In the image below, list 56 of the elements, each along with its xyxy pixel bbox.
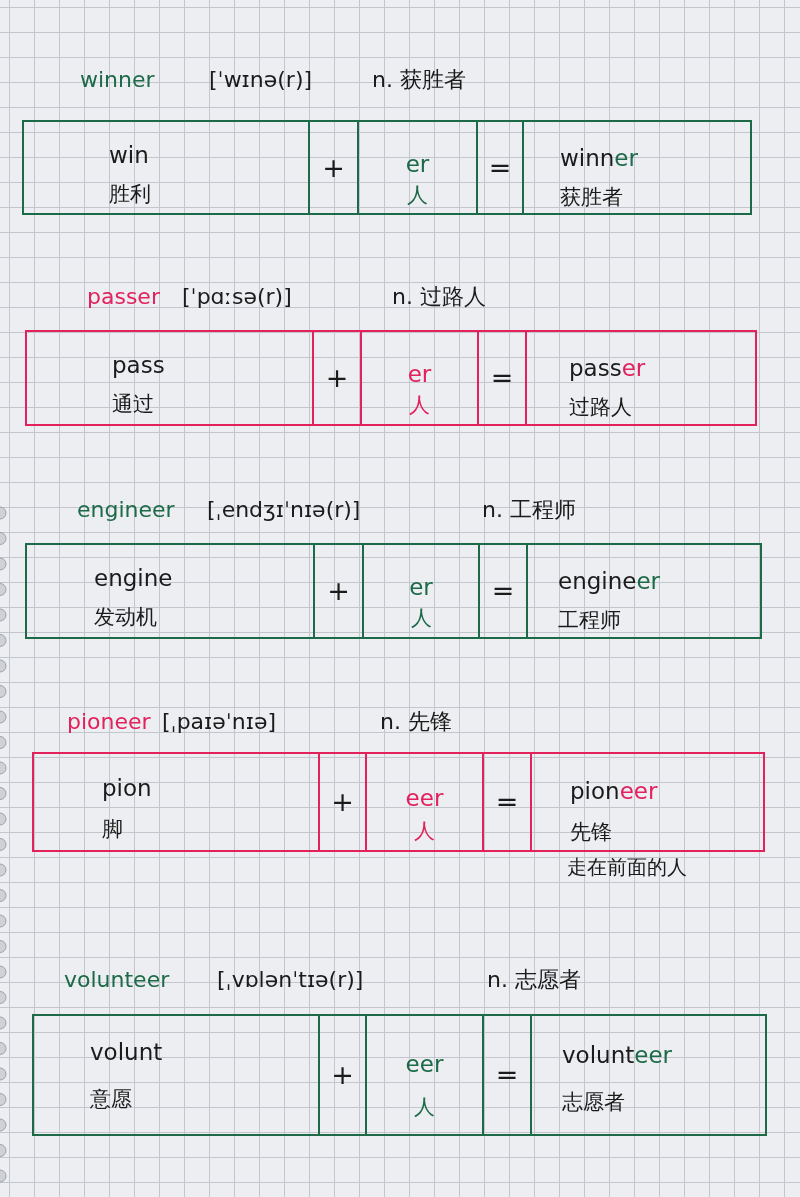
suffix: er bbox=[407, 360, 432, 388]
equals-sign: = bbox=[491, 576, 515, 606]
root-word: engine bbox=[94, 564, 173, 592]
derived-word: passer bbox=[569, 354, 646, 382]
headword: winner bbox=[80, 66, 155, 94]
part-of-speech-and-meaning: n. 过路人 bbox=[392, 283, 486, 311]
suffix: er bbox=[405, 150, 430, 178]
equals-sign: = bbox=[495, 1060, 519, 1090]
plus-sign: + bbox=[331, 787, 354, 817]
phonetic-transcription: [ˌendʒɪˈnɪə(r)] bbox=[207, 496, 361, 524]
chinese-meaning: 胜利 bbox=[109, 181, 151, 207]
part-of-speech-and-meaning: n. 志愿者 bbox=[487, 966, 581, 994]
headword: engineer bbox=[77, 496, 175, 524]
phonetic-transcription: [ˌpaɪəˈnɪə] bbox=[162, 708, 277, 736]
chinese-meaning: 人 bbox=[414, 1094, 435, 1120]
headword: pioneer bbox=[67, 708, 151, 736]
equals-sign: = bbox=[495, 787, 519, 817]
plus-sign: + bbox=[327, 576, 350, 606]
plus-sign: + bbox=[325, 363, 349, 393]
root-word: pion bbox=[102, 774, 152, 802]
part-of-speech-and-meaning: n. 获胜者 bbox=[372, 66, 466, 94]
part-of-speech-and-meaning: n. 工程师 bbox=[482, 496, 576, 524]
derived-word: winner bbox=[560, 144, 638, 172]
chinese-meaning: 获胜者 bbox=[560, 184, 623, 210]
headword: volunteer bbox=[64, 966, 170, 994]
chinese-meaning: 意愿 bbox=[90, 1086, 132, 1112]
derived-word: pioneer bbox=[570, 777, 658, 805]
headword: passer bbox=[87, 283, 160, 311]
chinese-meaning: 人 bbox=[409, 392, 430, 418]
chinese-meaning: 发动机 bbox=[94, 604, 157, 630]
extra-meaning: 走在前面的人 bbox=[567, 854, 687, 880]
chinese-meaning: 人 bbox=[407, 182, 428, 208]
chinese-meaning: 人 bbox=[414, 818, 435, 844]
chinese-meaning: 先锋 bbox=[570, 819, 612, 845]
part-of-speech-and-meaning: n. 先锋 bbox=[380, 708, 452, 736]
suffix: eer bbox=[405, 1050, 444, 1078]
suffix: er bbox=[409, 573, 433, 601]
chinese-meaning: 工程师 bbox=[558, 607, 621, 633]
phonetic-transcription: [ˈwɪnə(r)] bbox=[209, 66, 313, 94]
chinese-meaning: 脚 bbox=[102, 816, 123, 842]
suffix: eer bbox=[405, 784, 444, 812]
derived-word: volunteer bbox=[562, 1041, 672, 1069]
phonetic-transcription: [ˌvɒlənˈtɪə(r)] bbox=[217, 966, 364, 994]
chinese-meaning: 过路人 bbox=[569, 394, 632, 420]
root-word: pass bbox=[112, 351, 165, 379]
phonetic-transcription: [ˈpɑːsə(r)] bbox=[182, 283, 292, 311]
plus-sign: + bbox=[331, 1060, 354, 1090]
chinese-meaning: 志愿者 bbox=[562, 1089, 625, 1115]
plus-sign: + bbox=[322, 152, 345, 183]
root-word: volunt bbox=[90, 1038, 163, 1066]
equals-sign: = bbox=[490, 363, 514, 393]
derived-word: engineer bbox=[558, 567, 661, 595]
equals-sign: = bbox=[488, 152, 512, 183]
chinese-meaning: 人 bbox=[410, 605, 432, 631]
root-word: win bbox=[109, 141, 149, 169]
chinese-meaning: 通过 bbox=[112, 391, 154, 417]
